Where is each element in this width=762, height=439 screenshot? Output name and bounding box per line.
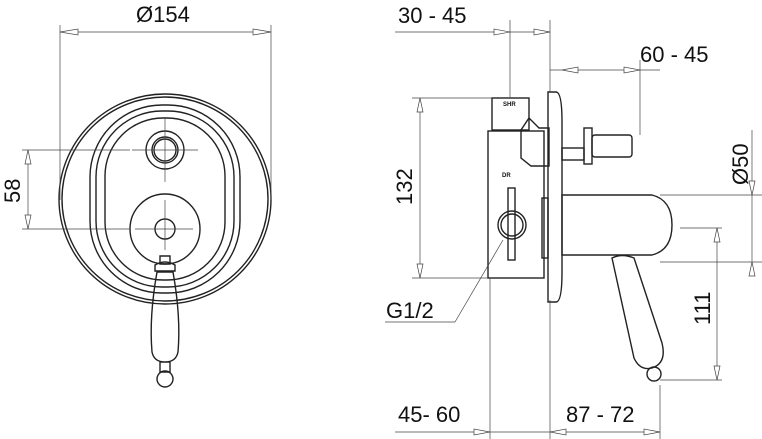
marking-dr: DR — [502, 173, 511, 179]
diverter-knob — [591, 134, 633, 158]
dim-depth-top: 30 - 45 — [398, 3, 467, 28]
handle-body — [561, 194, 673, 256]
dim-body-height: 132 — [392, 168, 417, 205]
dim-connection: G1/2 — [386, 298, 434, 323]
cover-plate — [547, 91, 563, 303]
dim-depth-bottom: 45- 60 — [398, 402, 460, 427]
dim-projection-bottom: 87 - 72 — [566, 402, 635, 427]
dim-handle-axis-height: 111 — [690, 292, 715, 325]
dim-plate-diameter: Ø154 — [136, 2, 190, 27]
side-view: SHR DR — [487, 91, 673, 382]
side-lever — [611, 254, 664, 370]
dim-axis-distance: 58 — [0, 179, 25, 203]
dim-handle-diameter: Ø50 — [728, 143, 753, 185]
lever-handle — [150, 255, 180, 373]
front-view — [58, 93, 272, 388]
diverter-cartridge — [491, 97, 530, 131]
dim-projection-top: 60 - 45 — [640, 42, 709, 67]
inlet-connection — [497, 210, 527, 240]
valve-body — [487, 130, 545, 279]
marking-shr: SHR — [503, 102, 516, 108]
